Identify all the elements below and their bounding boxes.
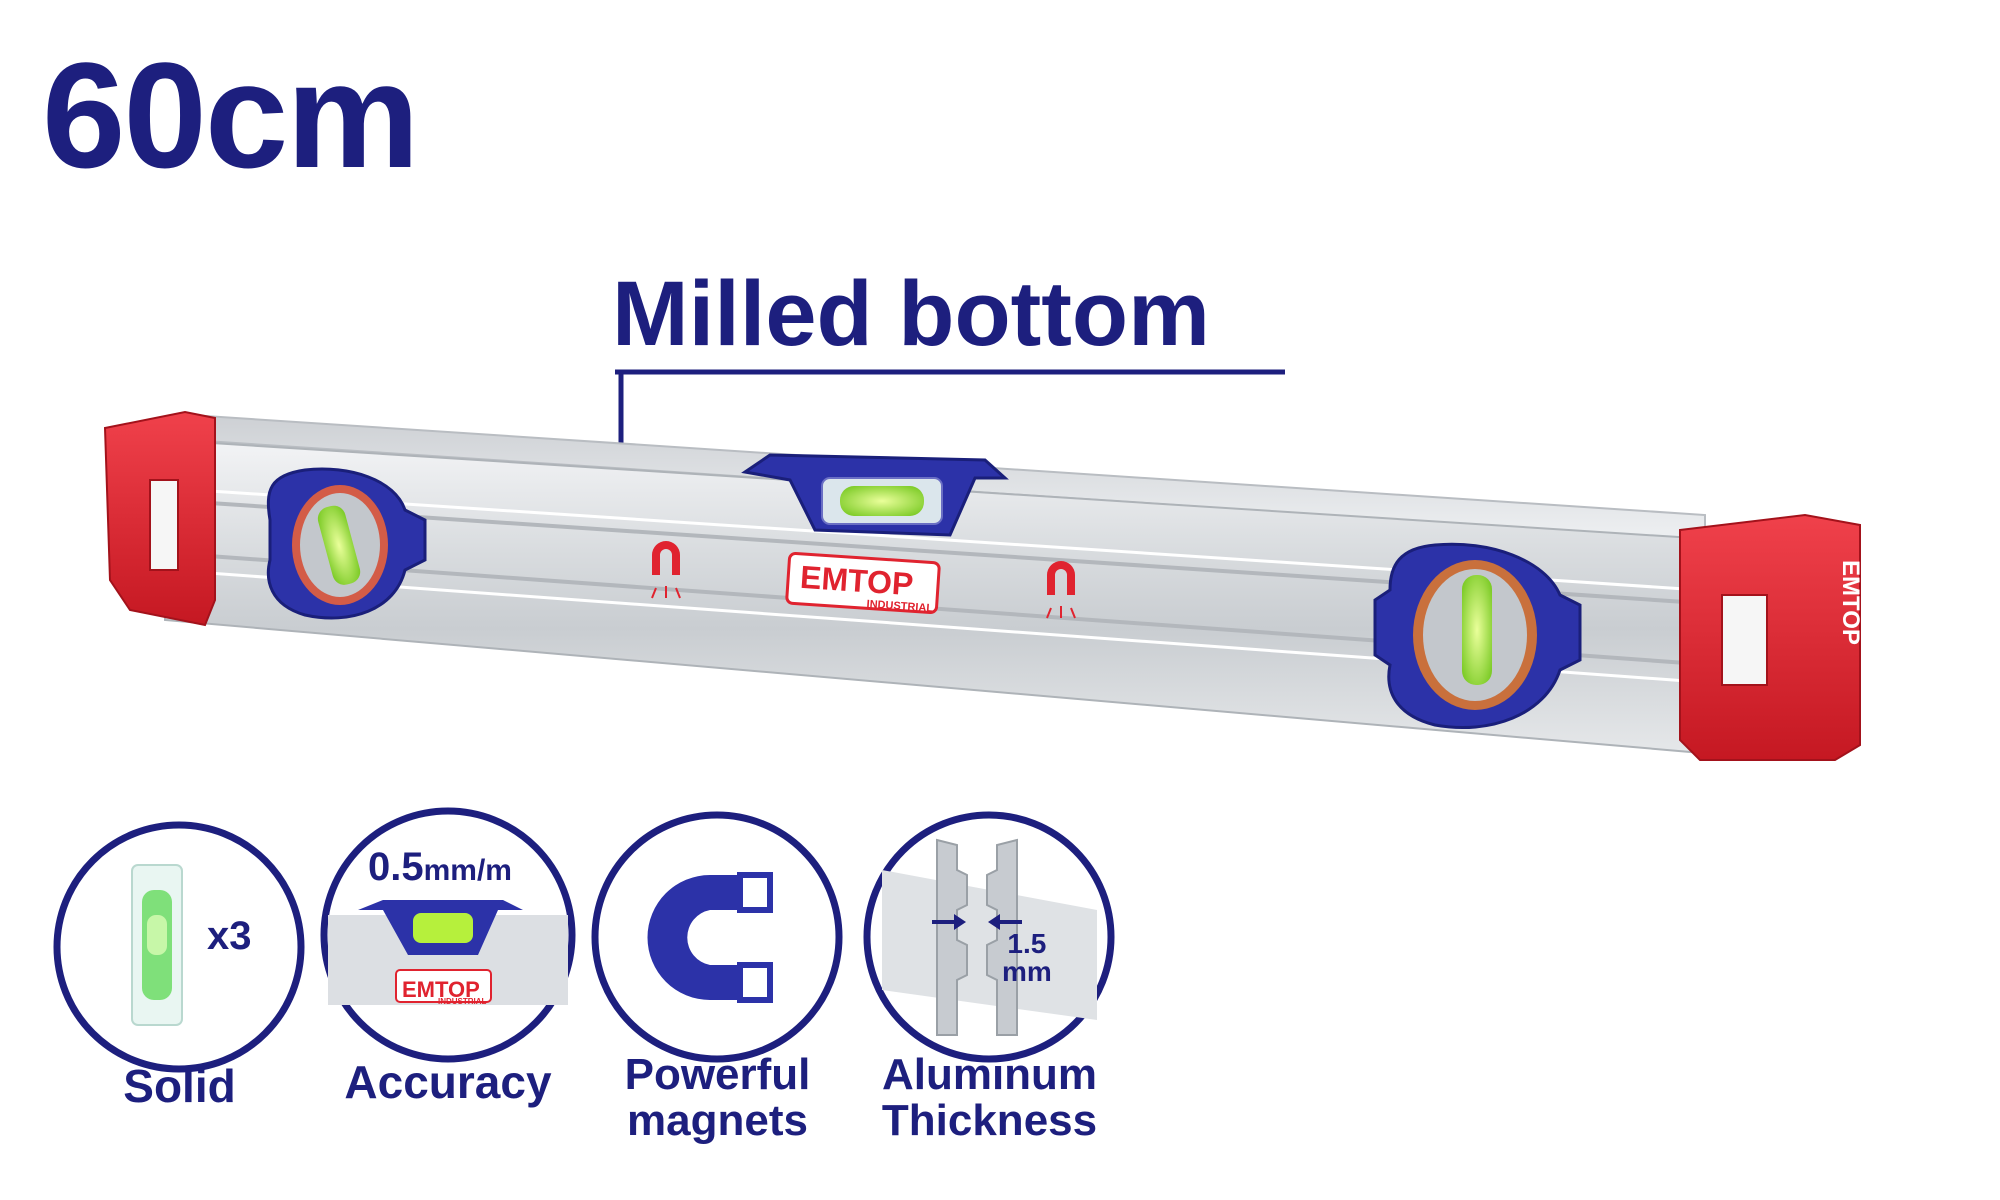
left-vial-frame [266, 467, 427, 620]
center-vial-frame [741, 453, 1009, 537]
vial-icon [53, 821, 305, 1073]
right-vial-bubble-icon [1462, 575, 1492, 685]
feature-thickness-label: Aluminum Thickness [862, 1050, 1117, 1146]
thickness-label-line1: Aluminum [881, 1050, 1098, 1099]
body-brand-logo: EMTOP INDUSTRIAL [785, 551, 941, 615]
body-brand-text: EMTOP [799, 559, 914, 602]
feature-magnets-badge [590, 810, 845, 1065]
thickness-value: 1.5 [1007, 928, 1047, 959]
feature-accuracy-badge: 0.5mm/m EMTOP INDUSTRIAL [318, 805, 578, 1065]
left-end-cap [103, 410, 216, 627]
magnet-icon [591, 811, 843, 1063]
magnet-mark-left-icon [651, 541, 681, 599]
feature-solid-badge: x3 [52, 820, 307, 1075]
accuracy-unit: mm/m [423, 854, 512, 887]
magnet-mark-right-icon [1046, 561, 1076, 619]
accuracy-value: 0.5 [368, 845, 424, 889]
milled-bottom-callout-label: Milled bottom [612, 263, 1210, 365]
feature-magnets-label: Powerful magnets [590, 1050, 845, 1146]
accuracy-value-group: 0.5mm/m [368, 845, 512, 890]
magnets-label-line2: magnets [627, 1096, 808, 1146]
callout-leader-line [612, 369, 1285, 461]
profile-icon [863, 811, 1115, 1063]
thickness-value-group: 1.5 mm [1002, 930, 1052, 986]
right-vial-frame [1373, 542, 1582, 730]
endcap-brand-text: EMTOP [1837, 560, 1864, 645]
accuracy-brand-text: EMTOP [402, 977, 480, 1002]
thickness-unit: mm [1002, 956, 1052, 987]
right-end-cap: EMTOP [1679, 513, 1864, 761]
accuracy-icon [320, 807, 576, 1063]
solid-count: x3 [207, 914, 252, 958]
center-vial-bubble-icon [840, 486, 924, 516]
accuracy-sub-brand-text: INDUSTRIAL [438, 997, 487, 1006]
left-vial-bubble-icon [317, 505, 361, 585]
feature-accuracy-label: Accuracy [344, 1056, 552, 1108]
magnets-label-line1: Powerful [624, 1050, 811, 1099]
thickness-label-line2: Thickness [881, 1096, 1098, 1146]
feature-thickness-badge: 1.5 mm [862, 810, 1117, 1065]
body-sub-brand-text: INDUSTRIAL [866, 598, 934, 614]
feature-solid-label: Solid [123, 1060, 236, 1112]
product-size-title: 60cm [42, 31, 420, 199]
